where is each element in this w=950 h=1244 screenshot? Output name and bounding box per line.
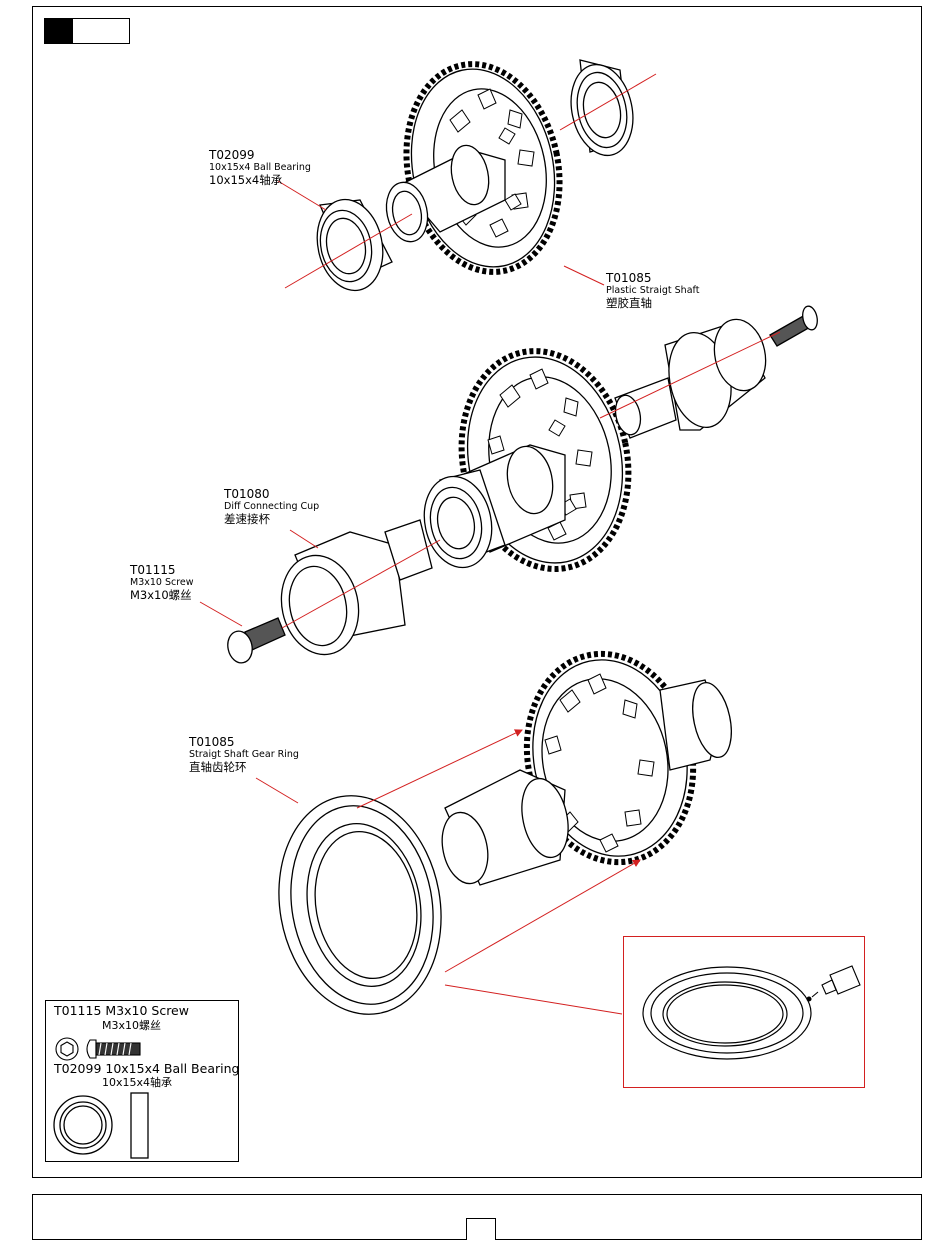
part-name-cn: M3x10螺丝 bbox=[130, 589, 194, 602]
top-right-bearing bbox=[563, 59, 641, 161]
parts-legend: T01115 M3x10 Screw M3x10螺丝 T02099 10x15x… bbox=[45, 1000, 239, 1162]
part-name-cn: 10x15x4轴承 bbox=[209, 174, 311, 187]
label-diff-cup: T01080 Diff Connecting Cup 差速接杯 bbox=[224, 488, 319, 526]
right-diff-cup bbox=[612, 315, 772, 438]
part-code: T01085 bbox=[189, 736, 299, 750]
part-name-cn: 差速接杯 bbox=[224, 513, 319, 526]
glue-detail-inset bbox=[623, 936, 865, 1088]
middle-gear-assembly bbox=[225, 305, 819, 665]
bearing-side-icon bbox=[131, 1093, 148, 1158]
screw-side-icon bbox=[87, 1040, 140, 1058]
part-name-cn: 直轴齿轮环 bbox=[189, 761, 299, 774]
legend-screw-title: T01115 M3x10 Screw bbox=[54, 1003, 189, 1018]
gear-ring bbox=[262, 783, 458, 1027]
label-plastic-shaft: T01085 Plastic Straigt Shaft 塑胶直轴 bbox=[606, 272, 699, 310]
legend-screw-cn: M3x10螺丝 bbox=[102, 1017, 161, 1033]
part-code: T02099 bbox=[209, 149, 311, 163]
hex-screw-head-icon bbox=[56, 1038, 78, 1060]
page-number-tab bbox=[466, 1218, 496, 1240]
label-screw: T01115 M3x10 Screw M3x10螺丝 bbox=[130, 564, 194, 602]
bearing-front-icon bbox=[54, 1096, 112, 1154]
label-gear-ring: T01085 Straigt Shaft Gear Ring 直轴齿轮环 bbox=[189, 736, 299, 774]
part-name-cn: 塑胶直轴 bbox=[606, 297, 699, 310]
label-bearing-top: T02099 10x15x4 Ball Bearing 10x15x4轴承 bbox=[209, 149, 311, 187]
part-code: T01080 bbox=[224, 488, 319, 502]
part-code: T01085 bbox=[606, 272, 699, 286]
part-code: T01115 bbox=[130, 564, 194, 578]
legend-bearing-cn: 10x15x4轴承 bbox=[102, 1074, 172, 1090]
right-screw bbox=[770, 305, 819, 346]
legend-bearing-graphics bbox=[46, 1089, 238, 1161]
top-left-bearing bbox=[309, 193, 392, 296]
top-gear-assembly bbox=[309, 50, 641, 297]
left-diff-cup bbox=[272, 520, 432, 662]
left-screw bbox=[225, 618, 285, 665]
